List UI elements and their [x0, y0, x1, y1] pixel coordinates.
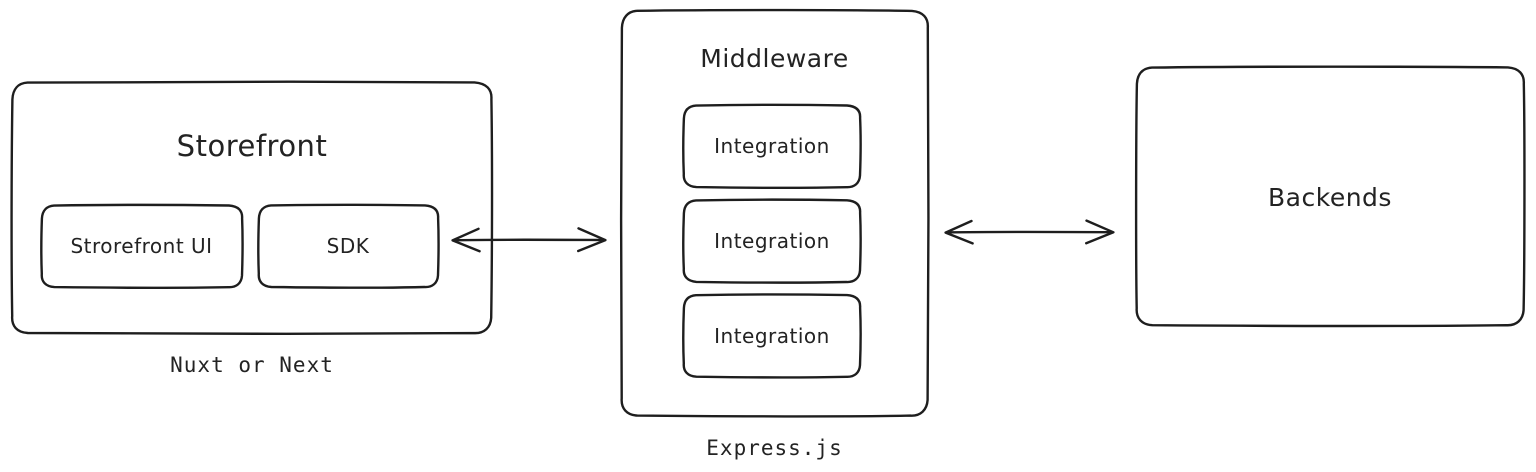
integration-2-label: Integration — [714, 229, 830, 253]
middleware-box-outline — [619, 8, 930, 418]
arrowhead-left-east — [577, 227, 607, 253]
arrowhead-right-west — [944, 219, 974, 245]
arrowhead-left-west — [451, 227, 481, 253]
connector-middleware-backends — [944, 219, 1115, 245]
integration-2-box-outline — [682, 198, 862, 284]
connector-storefront-middleware — [451, 227, 607, 253]
arrowhead-right-east — [1085, 219, 1115, 245]
storefront-ui-box-outline — [40, 203, 244, 289]
middleware-caption: Express.js — [706, 436, 843, 460]
integration-1-box-outline — [682, 103, 862, 189]
backends-title: Backends — [1268, 182, 1392, 212]
storefront-title: Storefront — [176, 129, 328, 163]
middleware-title: Middleware — [700, 43, 849, 73]
backends-box-outline — [1134, 65, 1526, 328]
sdk-label: SDK — [326, 234, 370, 258]
storefront-caption: Nuxt or Next — [170, 353, 334, 377]
storefront-box-outline — [10, 80, 494, 336]
storefront-ui-label: Strorefront UI — [70, 234, 213, 258]
integration-3-label: Integration — [714, 324, 830, 348]
integration-3-box-outline — [682, 293, 862, 379]
sdk-box-outline — [257, 203, 440, 289]
integration-1-label: Integration — [714, 134, 830, 158]
